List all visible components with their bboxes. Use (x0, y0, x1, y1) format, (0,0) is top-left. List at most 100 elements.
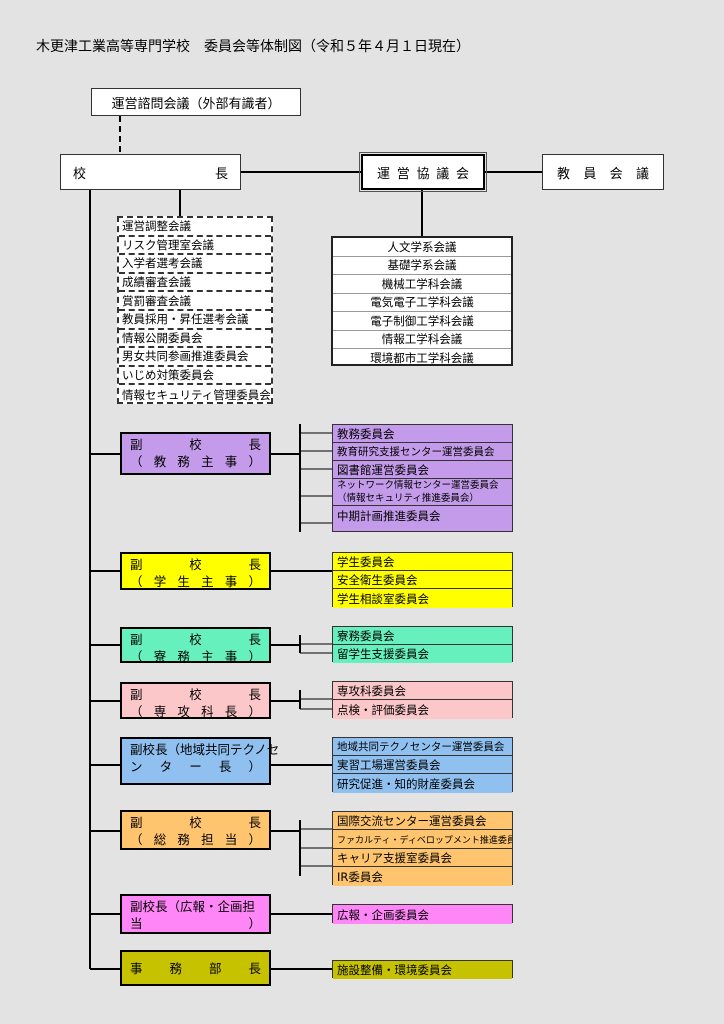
vice-principal-title-line2: （専攻科長） (130, 703, 261, 720)
vice-principal-admin-box: 事務部長 (120, 950, 271, 986)
committee-item: ネットワーク情報センター運営委員会 （情報セキュリティ推進委員会） (333, 479, 512, 506)
vice-principal-title-char: 科 (201, 704, 214, 719)
vice-principal-title-char: ） (248, 832, 261, 847)
vice-principal-title-char: 部 (208, 960, 222, 976)
vice-principal-title-char: ー (189, 759, 202, 774)
committee-item: ファカルティ・ディベロップメント推進委員会 (333, 830, 512, 849)
principal-committee-item: 男女共同参画推進委員会 (119, 348, 271, 367)
vice-principal-title-char: 長 (248, 437, 261, 452)
vice-principal-dorm-box: 副校長（寮務主事） (120, 627, 271, 664)
management-council-char: 協 (416, 166, 430, 182)
committee-item: 学生相談室委員会 (333, 589, 512, 608)
management-council-box: 運営協議会 (359, 152, 487, 192)
management-council-char: 運 (377, 166, 391, 182)
department-council-item: 電子制御工学科会議 (333, 312, 511, 331)
vice-principal-title-char: 当 (130, 916, 143, 931)
dorm-committee-list: 寮務委員会留学生支援委員会 (332, 626, 513, 663)
committee-item: 中期計画推進委員会 (333, 506, 512, 525)
vice-principal-title-char: （ (130, 832, 143, 847)
vice-principal-title-line1: 副校長（地域共同テクノセ (130, 741, 279, 758)
general-committee-list: 国際交流センター運営委員会ファカルティ・ディベロップメント推進委員会キャリア支援… (332, 811, 513, 886)
vice-principal-title-line2: ンター長） (130, 758, 261, 775)
vice-principal-title-char: 長 (248, 815, 261, 830)
vice-principal-title-char: 担 (201, 832, 214, 847)
committee-item: 地域共同テクノセンター運営委員会 (333, 738, 512, 756)
department-council-item: 環境都市工学科会議 (370, 351, 474, 366)
advanced-committee-list: 専攻科委員会点検・評価委員会 (332, 681, 513, 719)
committee-item: 寮務委員会 (333, 627, 512, 645)
faculty-council-char: 議 (635, 166, 649, 182)
committee-item: 教務委員会 (333, 425, 512, 443)
vice-principal-title-line1: 副校長 (130, 686, 261, 703)
vice-principal-title-char: 副 (130, 687, 143, 702)
vice-principal-title-line2: （総務担当） (130, 831, 261, 848)
department-council-item: 機械工学科会議 (333, 275, 511, 294)
principal-committee-item: 運営調整会議 (119, 218, 271, 237)
committee-item: 教育研究支援センター運営委員会 (333, 443, 512, 461)
advisory-council-label: 運営諮問会議（外部有識者） (111, 96, 281, 112)
vice-principal-title-char: 寮 (153, 649, 167, 664)
management-council-char: 営 (396, 166, 410, 182)
department-councils-list: 人文学系会議基礎学系会議機械工学科会議電気電子工学科会議電子制御工学科会議情報工… (331, 236, 513, 366)
vice-principal-title-char: 事 (130, 960, 143, 976)
vice-principal-title-char: 務 (177, 454, 190, 469)
vice-principal-title-line1: 副校長 (130, 436, 261, 453)
vice-principal-pr-box: 副校長（広報・企画担当） (120, 894, 271, 934)
vice-principal-title-char: 校 (189, 687, 202, 702)
vice-principal-title-char: 長 (218, 759, 232, 774)
management-council-char: 会 (455, 166, 469, 182)
vice-principal-tech-box: 副校長（地域共同テクノセンター長） (120, 737, 279, 785)
vice-principal-title-char: 長 (224, 704, 238, 719)
vice-principal-title-line2: 当） (130, 915, 261, 932)
vice-principal-title-char: 副 (130, 815, 143, 830)
vice-principal-title-line1: 副校長 (130, 814, 261, 831)
vice-principal-title-char: ） (248, 759, 261, 774)
department-council-item: 電気電子工学科会議 (333, 294, 511, 312)
committee-item: 広報・企画委員会 (333, 905, 512, 924)
principal-label-right: 長 (214, 166, 228, 182)
principal-committee-item: 賞罰審査会議 (119, 292, 271, 311)
principal-label-left: 校 (73, 166, 87, 182)
faculty-council-char: 員 (583, 166, 597, 182)
tech-committee-list: 地域共同テクノセンター運営委員会実習工場運営委員会研究促進・知的財産委員会 (332, 737, 513, 793)
vice-principal-title-char: ） (248, 649, 261, 664)
vice-principal-academic-box: 副校長（教務主事） (120, 432, 271, 475)
vice-principal-title-char: （ (130, 574, 143, 589)
vice-principal-student-box: 副校長（学生主事） (120, 552, 271, 590)
vice-principal-title-char: 校 (189, 632, 202, 647)
vice-principal-title-char: 副 (130, 437, 143, 452)
principal-committee-item: リスク管理室会議 (119, 237, 271, 256)
vice-principal-title-char: （ (130, 704, 143, 719)
vice-principal-title-char: 当 (224, 832, 238, 847)
committee-item: 施設整備・環境委員会 (333, 961, 512, 979)
principal-committee-item: 教員採用・昇任選考会議 (119, 311, 271, 330)
faculty-council-box: 教員会議 (542, 154, 664, 190)
vice-principal-title-char: 務 (169, 960, 182, 976)
vice-principal-title-char: （ (130, 454, 143, 469)
vice-principal-title-char: 教 (153, 454, 167, 469)
vice-principal-title-char: 務 (177, 649, 190, 664)
vice-principal-title-char: 主 (201, 574, 214, 589)
vice-principal-title-char: 事 (224, 454, 238, 469)
vice-principal-advanced-box: 副校長（専攻科長） (120, 682, 271, 719)
vice-principal-title-char: 事 (224, 649, 238, 664)
vice-principal-title-line2: （教務主事） (130, 453, 261, 470)
pr-committee-list: 広報・企画委員会 (332, 904, 513, 924)
advisory-council-box: 運営諮問会議（外部有識者） (91, 88, 301, 116)
vice-principal-title-char: 務 (177, 832, 190, 847)
department-council-item: 人文学系会議 (333, 238, 511, 257)
admin-committee-list: 施設整備・環境委員会 (332, 960, 513, 979)
committee-item: 実習工場運営委員会 (333, 756, 512, 774)
committee-item: キャリア支援室委員会 (333, 849, 512, 867)
principal-committee-item: 情報セキュリティ管理委員会 (122, 387, 271, 402)
vice-principal-title-char: ） (248, 704, 261, 719)
vice-principal-title-char: ン (130, 759, 143, 774)
principal-committee-item: 成績審査会議 (119, 274, 271, 293)
vice-principal-title-char: 長 (248, 687, 261, 702)
vice-principal-title-line1: 副校長 (130, 631, 261, 648)
committee-item: 点検・評価委員会 (333, 700, 512, 719)
principal-committee-item: 入学者選考会議 (119, 255, 271, 274)
vice-principal-title-char: 生 (177, 574, 190, 589)
vice-principal-title-char: 学 (153, 574, 167, 589)
